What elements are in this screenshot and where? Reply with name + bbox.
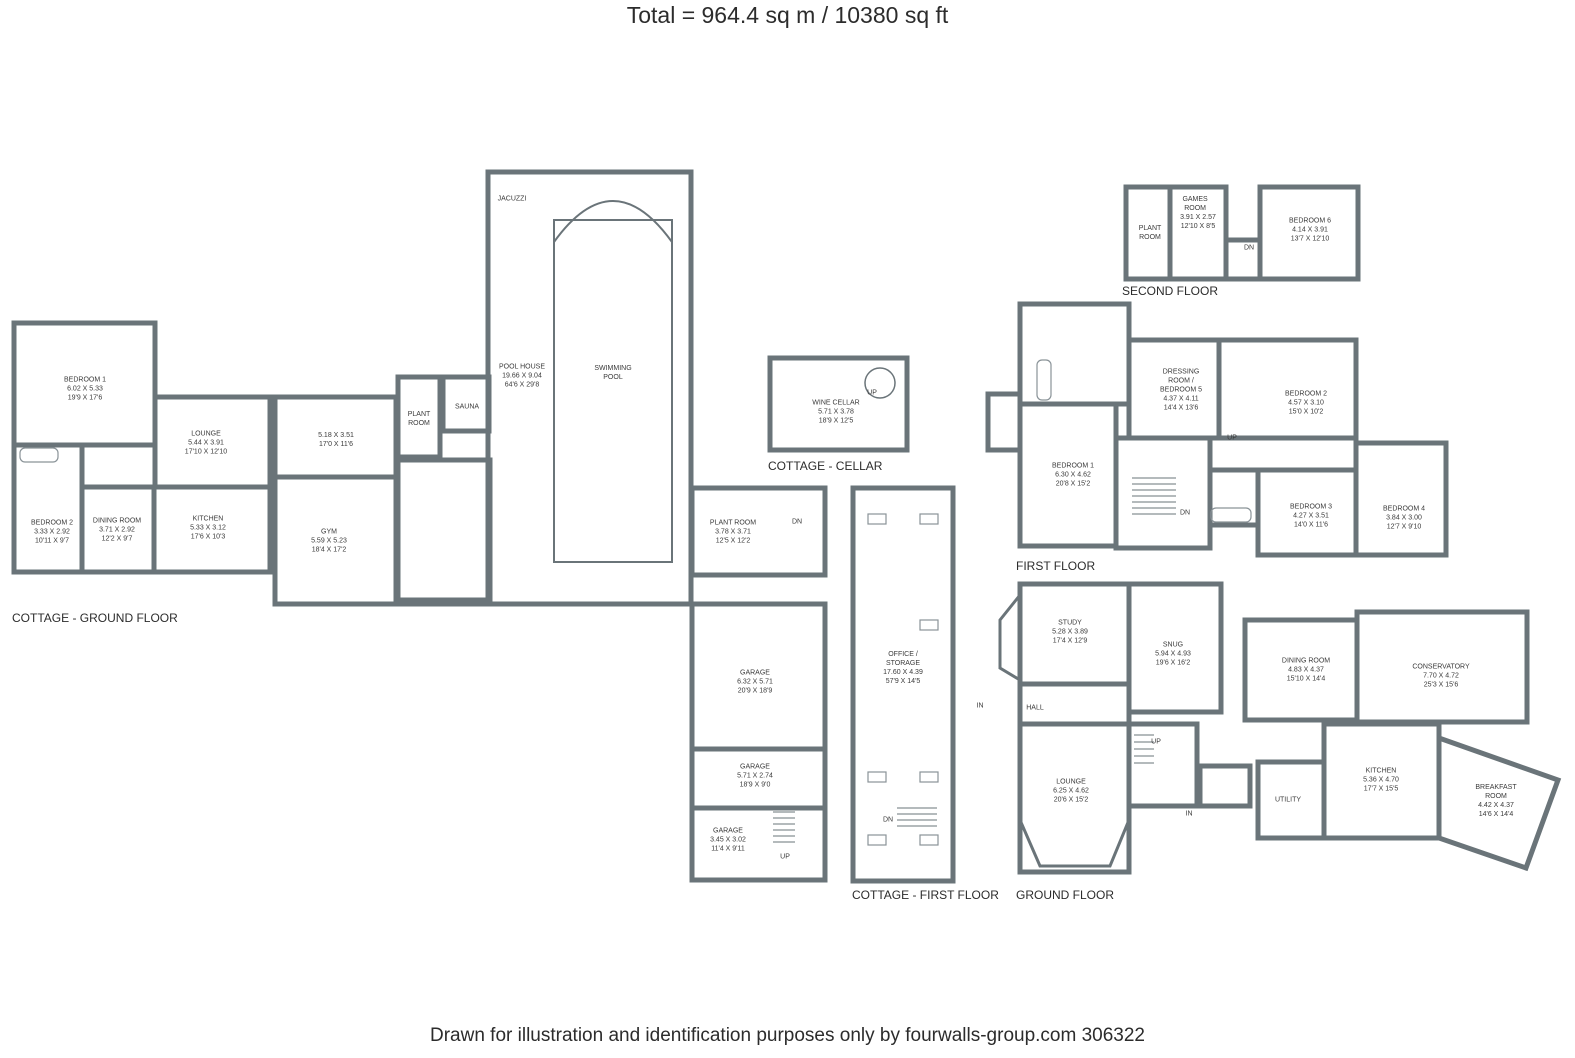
ff-ensuite-bath (1036, 359, 1052, 401)
room-label: SAUNA (454, 403, 480, 411)
fixtures (19, 359, 1252, 846)
room-label: SWIMMING POOL (594, 365, 632, 381)
stair-mark-up: UP (1151, 738, 1161, 746)
floor-label-cottage-ground: COTTAGE - GROUND FLOOR (12, 611, 178, 625)
stair-mark-down: DN (1179, 509, 1191, 517)
office-window4 (867, 771, 887, 783)
office-window6 (867, 834, 887, 846)
swimming-pool-outline (553, 219, 673, 563)
stair-mark-down: DN (882, 816, 894, 824)
floor-label-cottage-first: COTTAGE - FIRST FLOOR (852, 888, 999, 902)
cottage-bedroom2-walls (11, 442, 85, 575)
plant-room2-walls (689, 485, 828, 578)
entrance-mark: IN (1185, 810, 1193, 818)
cottage-wc-walls (395, 457, 493, 603)
cottage-plant-walls (395, 374, 443, 460)
ff-ensuite-walls (1017, 301, 1132, 407)
office-window1 (867, 513, 887, 525)
sf-games-walls (1167, 184, 1229, 282)
room-label: JACUZZI (497, 195, 527, 203)
wine-cellar-walls (767, 355, 910, 453)
office-window7 (919, 834, 939, 846)
gf-snug-walls (1126, 581, 1224, 715)
plan-total-area: Total = 964.4 sq m / 10380 sq ft (626, 2, 949, 28)
cottage-kitchen-walls (151, 484, 273, 575)
ff-bay (985, 391, 1020, 453)
floor-label-first: FIRST FLOOR (1016, 559, 1096, 573)
stair-mark-up: UP (867, 389, 877, 397)
ff-bath (1210, 507, 1252, 523)
gf-stair-treads (1134, 734, 1154, 764)
ff-bedroom4-walls (1353, 440, 1449, 558)
plan-disclaimer: Drawn for illustration and identificatio… (430, 1025, 1145, 1046)
ff-bedroom2-walls (1216, 337, 1359, 441)
gf-conservatory-walls (1354, 609, 1530, 725)
spiral-stair-cellar (864, 367, 896, 399)
garage-stair-treads (773, 811, 795, 843)
room-label: PLANT ROOM (1138, 225, 1162, 241)
gf-wc-walls (1197, 763, 1253, 809)
pool-arch (553, 200, 673, 243)
office-window5 (919, 771, 939, 783)
stair-mark-up: UP (780, 853, 790, 861)
gf-bay-left (998, 594, 1022, 682)
room-label: UTILITY (1274, 796, 1302, 804)
office-window2 (919, 513, 939, 525)
room-label: PLANT ROOM (407, 411, 431, 427)
stairs (773, 477, 1176, 843)
gf-lounge-bay (1018, 819, 1131, 868)
ff-landing-walls (1113, 435, 1213, 551)
room-label: HALL (1026, 704, 1044, 712)
garage3-walls (689, 805, 828, 883)
ff-stair-treads (1132, 477, 1176, 515)
gf-breakfast-walls (1436, 734, 1562, 872)
cottage-bath (19, 447, 59, 463)
entrance-mark: IN (976, 702, 984, 710)
floor-label-ground: GROUND FLOOR (1016, 888, 1115, 902)
office-window3 (919, 619, 939, 631)
sf-bedroom6-walls (1257, 184, 1361, 282)
floor-label-cottage-cellar: COTTAGE - CELLAR (768, 459, 883, 473)
stair-mark-down: DN (791, 518, 803, 526)
walls (11, 169, 1562, 884)
gf-stair-walls (1126, 721, 1200, 809)
cf-stair-treads (897, 807, 937, 827)
stair-mark-up: UP (1227, 434, 1237, 442)
floor-label-second: SECOND FLOOR (1122, 284, 1219, 298)
office-storage-walls (850, 485, 956, 884)
stair-mark-down: DN (1243, 244, 1255, 252)
